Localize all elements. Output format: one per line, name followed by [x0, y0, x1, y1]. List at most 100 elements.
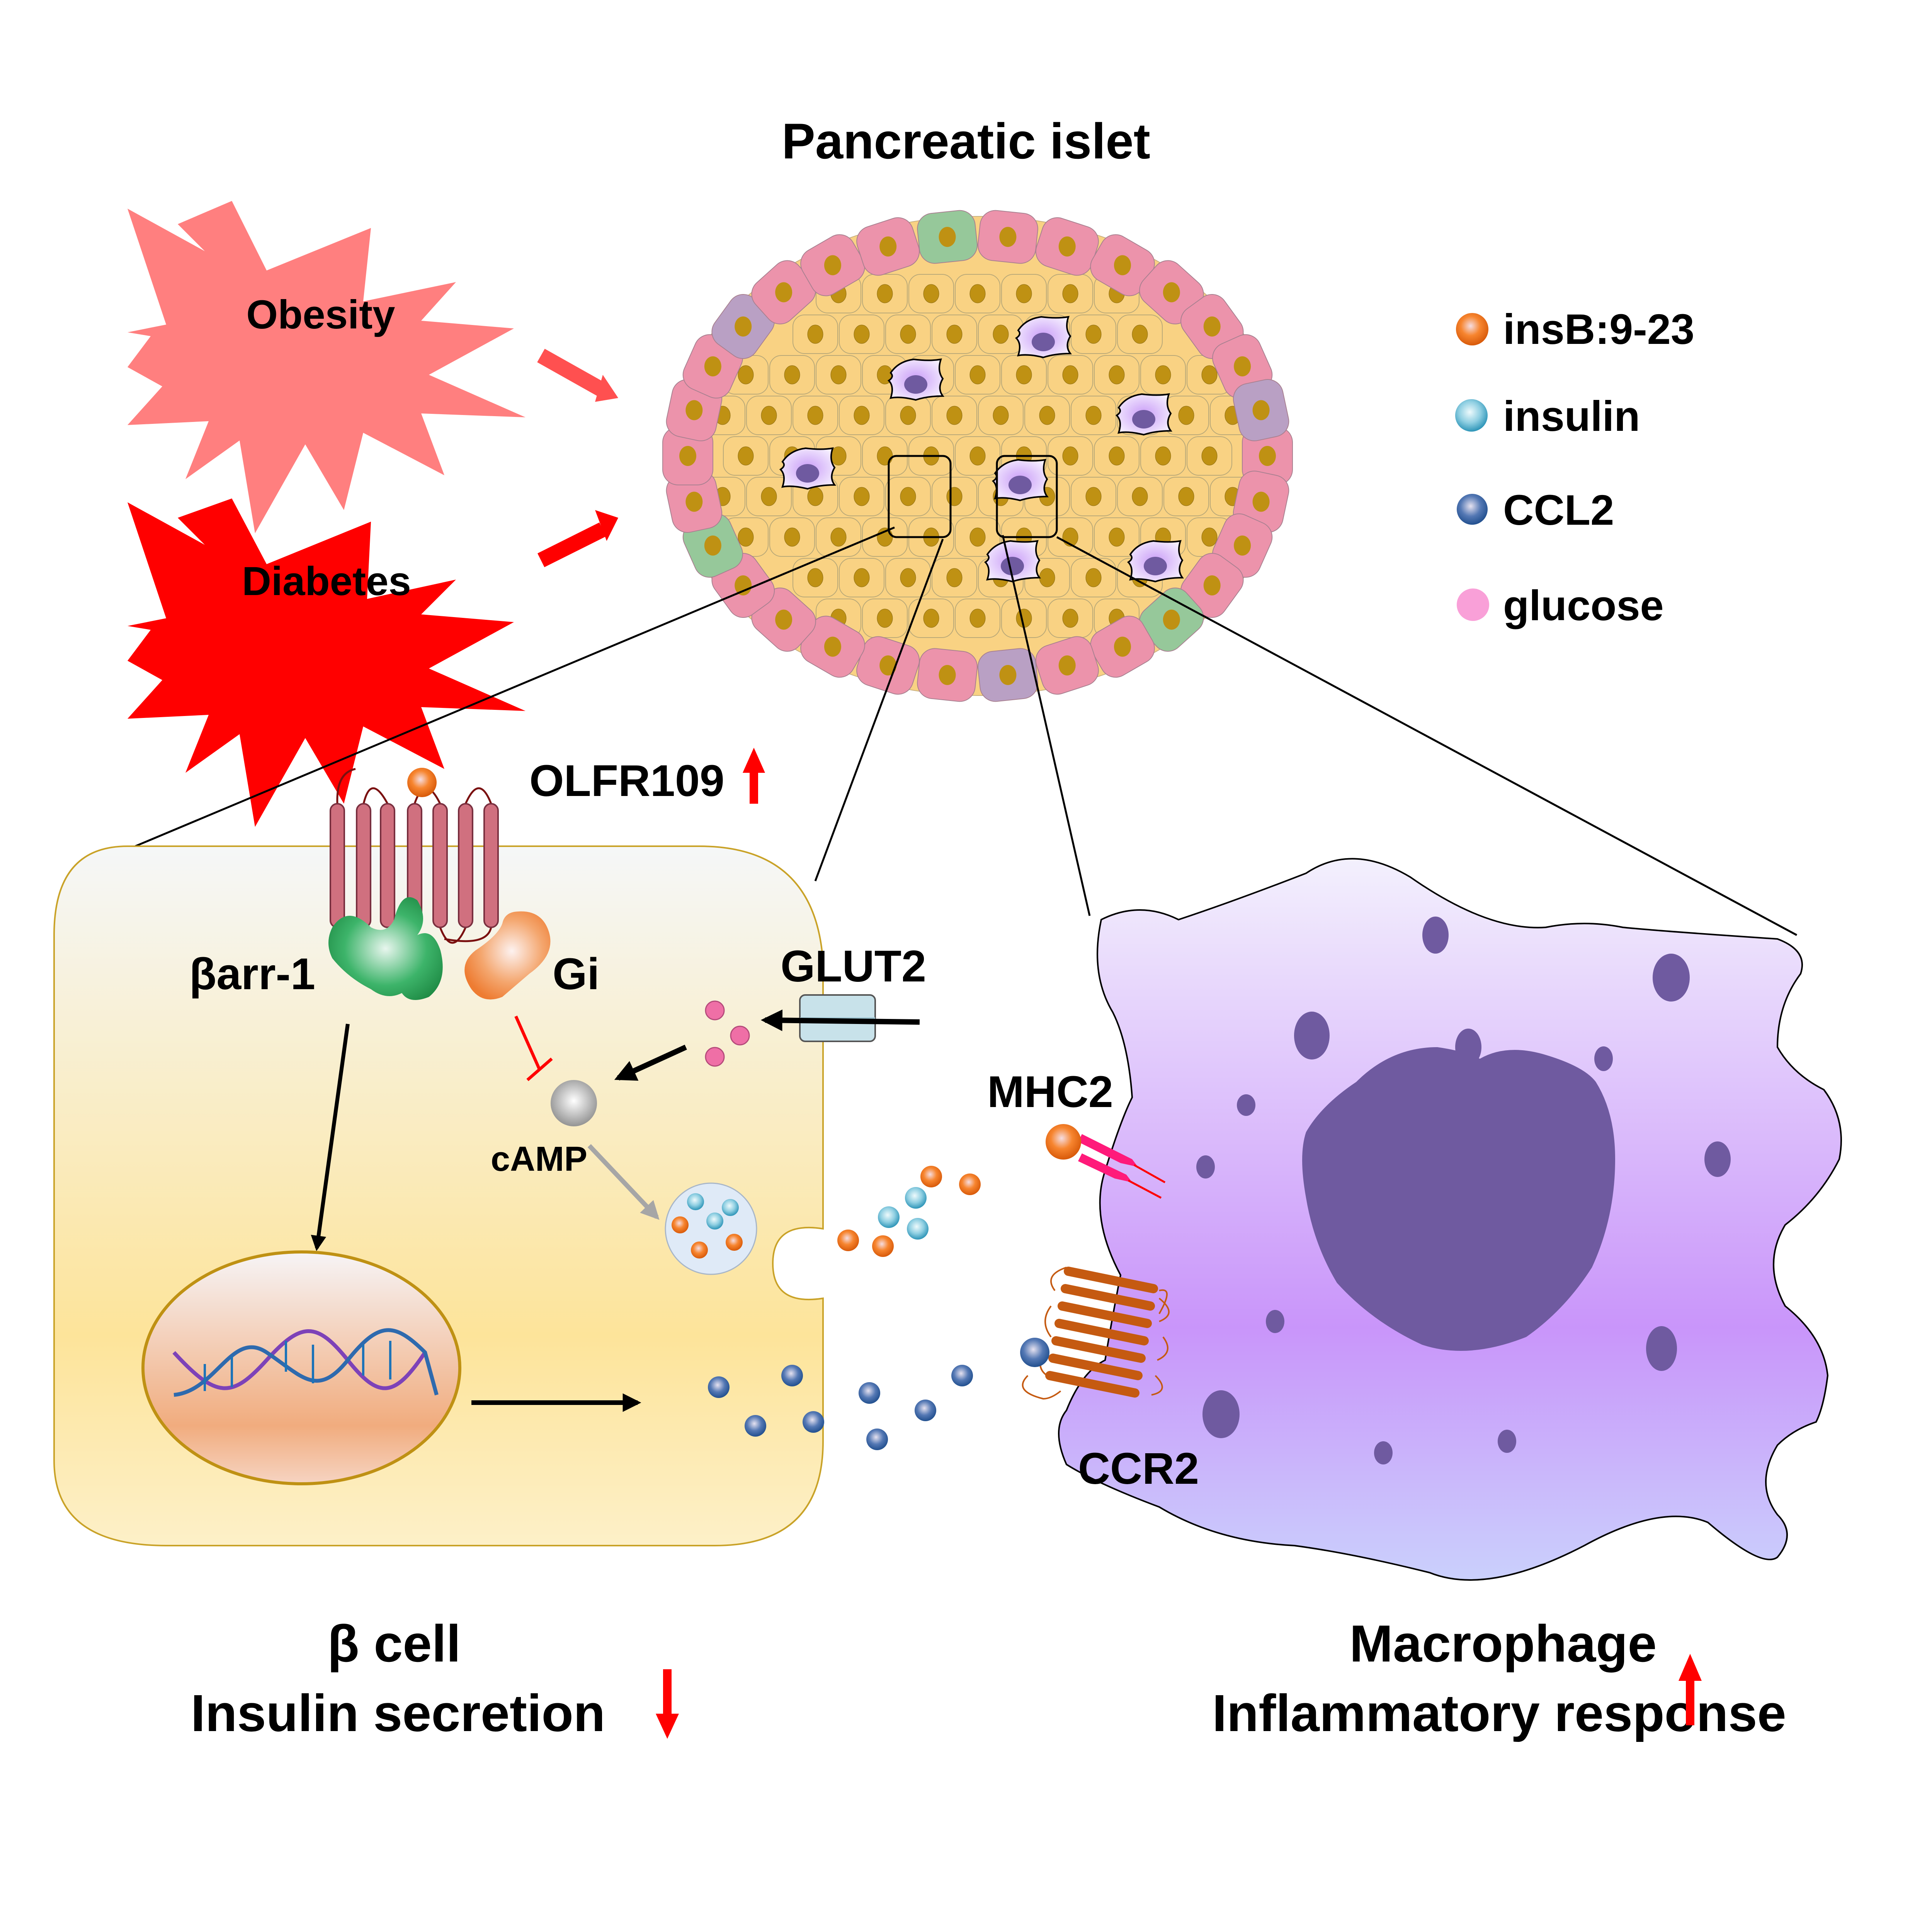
pink-circle-icon: [1457, 588, 1489, 621]
legend-item: CCL2: [1457, 486, 1614, 534]
ccl2-icon: [803, 1411, 824, 1433]
cell-nucleus: [1085, 325, 1102, 344]
cell-nucleus: [854, 406, 870, 425]
cell-nucleus: [1252, 492, 1270, 512]
cell-nucleus: [969, 609, 986, 628]
insb-icon: [691, 1242, 708, 1259]
insb-icon: [959, 1173, 981, 1195]
cell-nucleus: [939, 227, 956, 247]
transmembrane-helix: [1064, 1267, 1158, 1293]
cell-nucleus: [900, 487, 916, 506]
transmembrane-helix: [432, 803, 448, 928]
diabetes-label: Diabetes: [242, 559, 411, 604]
cell-nucleus: [946, 568, 963, 587]
cell-nucleus: [1132, 487, 1148, 506]
macrophage-zoom-box[interactable]: [996, 455, 1058, 538]
inhibition-icon: [514, 1015, 553, 1082]
camp-to-granule-arrow: [587, 1144, 660, 1220]
cell-nucleus: [685, 400, 703, 420]
dark-blue-sphere-icon: [1457, 494, 1488, 525]
cell-nucleus: [939, 665, 956, 685]
vesicle-icon: [1704, 1141, 1731, 1177]
camp-label: cAMP: [491, 1140, 587, 1179]
cell-nucleus: [761, 487, 777, 506]
cell-nucleus: [999, 227, 1017, 247]
cell-nucleus: [900, 568, 916, 587]
cell-nucleus: [879, 655, 897, 676]
ccl2-bound-ccr2-icon: [1020, 1338, 1049, 1367]
insulin-icon: [722, 1199, 739, 1216]
diabetes-arrow: [537, 522, 606, 567]
cell-nucleus: [1058, 655, 1076, 676]
cell-nucleus: [993, 325, 1009, 344]
vesicle-icon: [1653, 954, 1690, 1002]
ccl2-icon: [915, 1400, 936, 1421]
insulin-icon: [878, 1206, 900, 1228]
macrophage: MHC2 CCR2: [987, 858, 1842, 1581]
ccl2-icon: [745, 1415, 766, 1437]
cell-nucleus: [854, 325, 870, 344]
insb-bound-mhc2-icon: [1046, 1124, 1081, 1160]
transmembrane-helix: [1054, 1319, 1149, 1345]
barr-label: βarr-1: [189, 949, 315, 999]
macrophage-nucleus: [1144, 557, 1167, 575]
olfr109-receptor: [330, 768, 499, 944]
cell-nucleus: [923, 284, 939, 303]
cell-nucleus: [1062, 365, 1078, 384]
cell-nucleus: [784, 365, 800, 384]
insb-icon: [672, 1216, 689, 1233]
cell-nucleus: [807, 406, 823, 425]
ccl2-icon: [951, 1365, 973, 1386]
cell-nucleus: [877, 284, 893, 303]
transmembrane-helix: [458, 803, 473, 928]
ccl2-icon: [866, 1429, 888, 1450]
transmembrane-helix: [1051, 1336, 1146, 1363]
beta-cell-zoom-box[interactable]: [888, 455, 952, 538]
extracellular-molecules: [708, 1166, 981, 1450]
cell-nucleus: [1178, 487, 1194, 506]
insb-icon: [872, 1235, 894, 1257]
light-blue-sphere-icon: [1455, 399, 1488, 432]
beta-cell-title: β cell: [327, 1614, 461, 1673]
cell-nucleus: [775, 282, 793, 303]
cell-nucleus: [946, 406, 963, 425]
macrophage-nucleus: [904, 375, 927, 394]
orange-sphere-icon: [1456, 313, 1488, 345]
vesicle-icon: [1266, 1310, 1284, 1333]
beta-cell-nucleus: [141, 1250, 461, 1485]
insb-icon: [920, 1166, 942, 1187]
cell-nucleus: [1163, 609, 1180, 630]
cell-nucleus: [1085, 406, 1102, 425]
cell-nucleus: [854, 568, 870, 587]
inflammatory-response-label: Inflammatory response: [1212, 1684, 1786, 1742]
mhc2-receptor-icon: [1046, 1124, 1166, 1199]
mhc2-label: MHC2: [987, 1067, 1113, 1117]
glucose-icon: [705, 1000, 725, 1020]
cell-nucleus: [807, 568, 823, 587]
up-arrow-icon: [1679, 1654, 1702, 1725]
insb-icon: [837, 1230, 859, 1251]
cell-nucleus: [1234, 535, 1251, 556]
vesicle-icon: [1374, 1441, 1393, 1464]
ccl2-icon: [781, 1365, 803, 1386]
cell-nucleus: [784, 527, 800, 547]
cell-nucleus: [704, 356, 721, 377]
legend-item: insB:9-23: [1456, 306, 1694, 353]
cell-nucleus: [1016, 284, 1032, 303]
cell-nucleus: [993, 406, 1009, 425]
cell-nucleus: [830, 527, 847, 547]
cell-nucleus: [738, 527, 754, 547]
cell-nucleus: [1252, 400, 1270, 420]
cell-nucleus: [1085, 568, 1102, 587]
cell-nucleus: [1109, 365, 1125, 384]
cell-nucleus: [807, 325, 823, 344]
ccr2-label: CCR2: [1078, 1444, 1199, 1493]
vesicle-icon: [1196, 1155, 1215, 1179]
cell-nucleus: [1234, 356, 1251, 377]
cell-nucleus: [704, 535, 721, 556]
zoom-callouts: [135, 455, 1798, 936]
cell-nucleus: [969, 284, 986, 303]
cell-nucleus: [1201, 446, 1218, 466]
ccl2-icon: [859, 1382, 880, 1404]
vesicle-icon: [1646, 1326, 1677, 1371]
